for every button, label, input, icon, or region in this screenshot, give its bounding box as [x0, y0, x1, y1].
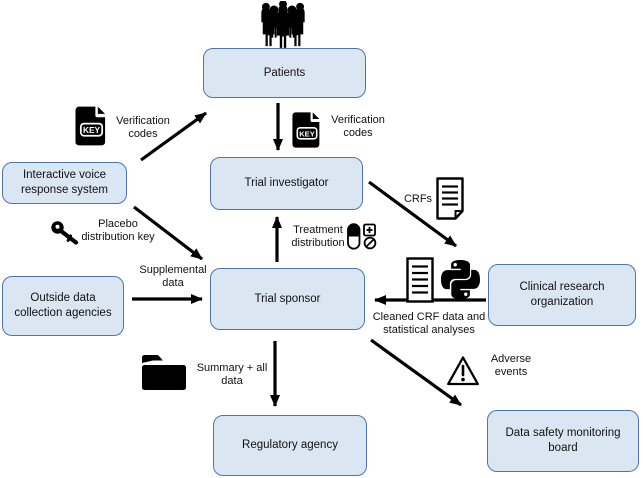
node-trial-sponsor: Trial sponsor [210, 268, 365, 330]
node-trial-investigator: Trial investigator [210, 157, 363, 210]
node-trial-sponsor-label: Trial sponsor [254, 292, 321, 305]
node-ivrs-label: Interactive voice response system [21, 169, 108, 196]
document-icon [406, 257, 434, 303]
python-logo-icon [441, 260, 480, 299]
node-regulatory-agency: Regulatory agency [213, 415, 367, 476]
node-patients-label: Patients [263, 66, 306, 79]
node-trial-investigator-label: Trial investigator [244, 177, 329, 190]
label-cleaned-crf-data: Cleaned CRF data and statistical analyse… [372, 311, 486, 337]
node-outside-agencies: Outside data collection agencies [2, 276, 124, 336]
label-summary-all-data: Summary + all data [196, 362, 268, 388]
node-ivrs: Interactive voice response system [2, 162, 127, 204]
document-icon [436, 177, 464, 220]
node-cro: Clinical research organization [488, 264, 636, 326]
key-icon [50, 220, 80, 246]
node-cro-label: Clinical research organization [519, 281, 605, 308]
node-outside-agencies-label: Outside data collection agencies [14, 292, 112, 319]
key-file-icon: KEY [75, 106, 108, 146]
key-file-text: KEY [83, 125, 101, 135]
node-dsmb-label: Data safety monitoring board [505, 427, 621, 454]
node-regulatory-agency-label: Regulatory agency [242, 439, 338, 452]
folder-icon [139, 352, 189, 392]
people-group-icon [256, 1, 310, 48]
key-file-text: KEY [299, 129, 315, 138]
pill-icon [346, 223, 380, 250]
warning-triangle-icon [446, 355, 480, 387]
node-dsmb: Data safety monitoring board [487, 410, 639, 472]
label-adverse-events: Adverse events [490, 353, 532, 379]
label-treatment-distribution: Treatment distribution [291, 224, 345, 250]
label-verification-codes-right: Verification codes [331, 114, 385, 140]
label-placebo-distribution-key: Placebo distribution key [81, 218, 155, 244]
label-crfs: CRFs [403, 193, 433, 205]
label-verification-codes-left: Verification codes [116, 115, 170, 141]
node-patients: Patients [203, 48, 366, 98]
key-file-icon: KEY [292, 111, 322, 149]
label-supplemental-data: Supplemental data [139, 264, 207, 290]
